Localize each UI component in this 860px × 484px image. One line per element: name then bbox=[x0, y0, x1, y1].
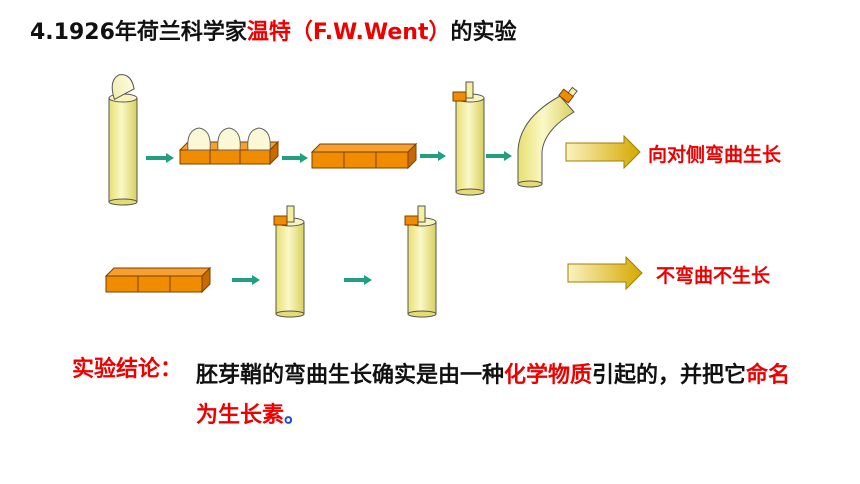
coleoptile-agar-one-side bbox=[452, 81, 485, 196]
arrow-small bbox=[344, 275, 372, 285]
title-prefix: 4.1926年荷兰科学家 bbox=[30, 20, 247, 45]
arrow-small bbox=[282, 153, 308, 163]
conclusion-highlight2: 命名为生长素 bbox=[196, 363, 791, 428]
result-bottom: 不弯曲不生长 bbox=[656, 265, 771, 287]
arrow-small bbox=[232, 275, 260, 285]
conclusion-label: 实验结论： bbox=[72, 357, 183, 382]
arrow-small bbox=[420, 151, 446, 161]
arrow-small bbox=[486, 151, 512, 161]
big-arrow-bottom bbox=[567, 255, 643, 291]
conclusion-part1: 胚芽鞘的弯曲生长确实是由一种 bbox=[196, 363, 505, 388]
conclusion-part2: 引起的，并把它 bbox=[592, 363, 747, 388]
coleoptile-with-cut-tip bbox=[108, 74, 138, 206]
coleoptile-control-agar bbox=[273, 205, 305, 318]
arrow-small bbox=[146, 153, 174, 163]
conclusion-end: 。 bbox=[284, 403, 307, 428]
coleoptile-bent bbox=[517, 86, 578, 188]
agar-block-treated bbox=[310, 142, 418, 170]
agar-block-control bbox=[104, 266, 212, 294]
big-arrow-top bbox=[565, 134, 641, 170]
agar-block-with-tips bbox=[178, 127, 280, 166]
slide-title: 4.1926年荷兰科学家温特（F.W.Went）的实验 bbox=[30, 14, 517, 46]
conclusion-highlight1: 化学物质 bbox=[504, 363, 593, 388]
conclusion-text: 胚芽鞘的弯曲生长确实是由一种化学物质引起的，并把它命名为生长素。 bbox=[196, 356, 806, 436]
title-highlight: 温特（F.W.Went） bbox=[246, 20, 451, 45]
result-top: 向对侧弯曲生长 bbox=[648, 144, 782, 166]
coleoptile-no-growth bbox=[404, 205, 437, 318]
title-suffix: 的实验 bbox=[450, 20, 517, 45]
